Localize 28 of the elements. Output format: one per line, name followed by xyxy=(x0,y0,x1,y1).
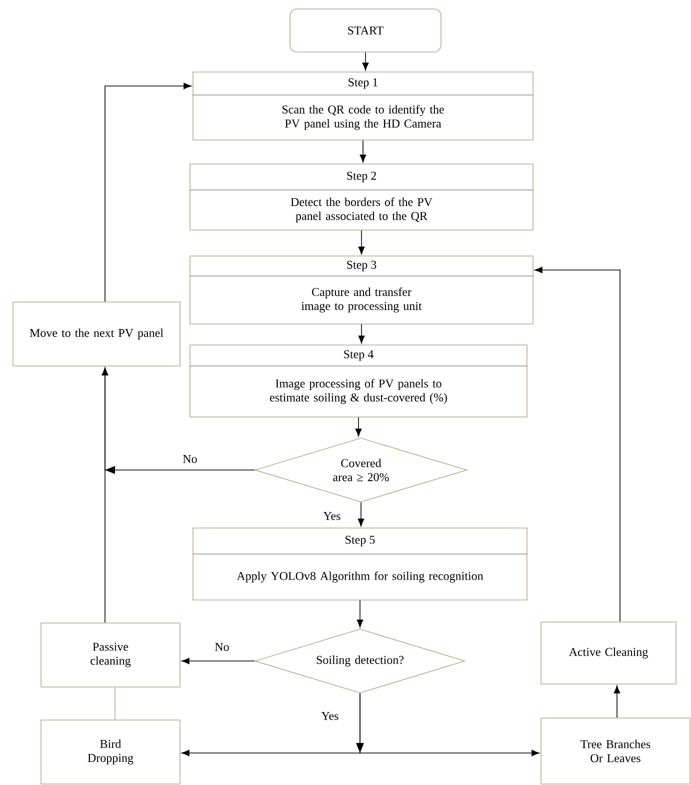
process-box: Step 2 Detect the borders of the PV panel associated to the QR xyxy=(190,164,534,230)
arrow xyxy=(355,417,362,436)
arrow xyxy=(362,52,369,70)
process-box: Step 5 Apply YOLOv8 Algorithm for soiling recognition xyxy=(192,528,528,600)
arrow xyxy=(614,686,620,718)
arrow xyxy=(102,368,108,623)
edge-label: Yes xyxy=(323,512,340,520)
arrow xyxy=(534,266,620,622)
arrow xyxy=(360,693,540,756)
start-terminal: START xyxy=(290,8,442,52)
arrow xyxy=(182,658,255,664)
process-box: Move to the next PV panel xyxy=(12,302,180,366)
process-box: Passive cleaning xyxy=(40,622,180,688)
arrow xyxy=(358,502,364,526)
edge-label: Yes xyxy=(321,712,338,720)
process-box: Step 4 Image processing of PV panels to estimate soiling & dust-covered (%) xyxy=(190,344,528,418)
process-box: Active Cleaning xyxy=(540,622,676,684)
arrow xyxy=(356,600,364,628)
arrow xyxy=(360,140,366,162)
edge-label: No xyxy=(215,643,229,651)
arrow xyxy=(358,230,365,254)
process-box: Bird Dropping xyxy=(40,720,180,784)
arrow xyxy=(358,324,365,344)
process-box: Tree Branches Or Leaves xyxy=(540,718,690,784)
edge-label: No xyxy=(183,455,197,463)
process-box: Step 3 Capture and transfer image to processing unit xyxy=(190,256,534,324)
process-box: Step 1 Scan the QR code to identify the PV panel using the HD Camera xyxy=(192,72,534,140)
arrow xyxy=(104,82,192,302)
